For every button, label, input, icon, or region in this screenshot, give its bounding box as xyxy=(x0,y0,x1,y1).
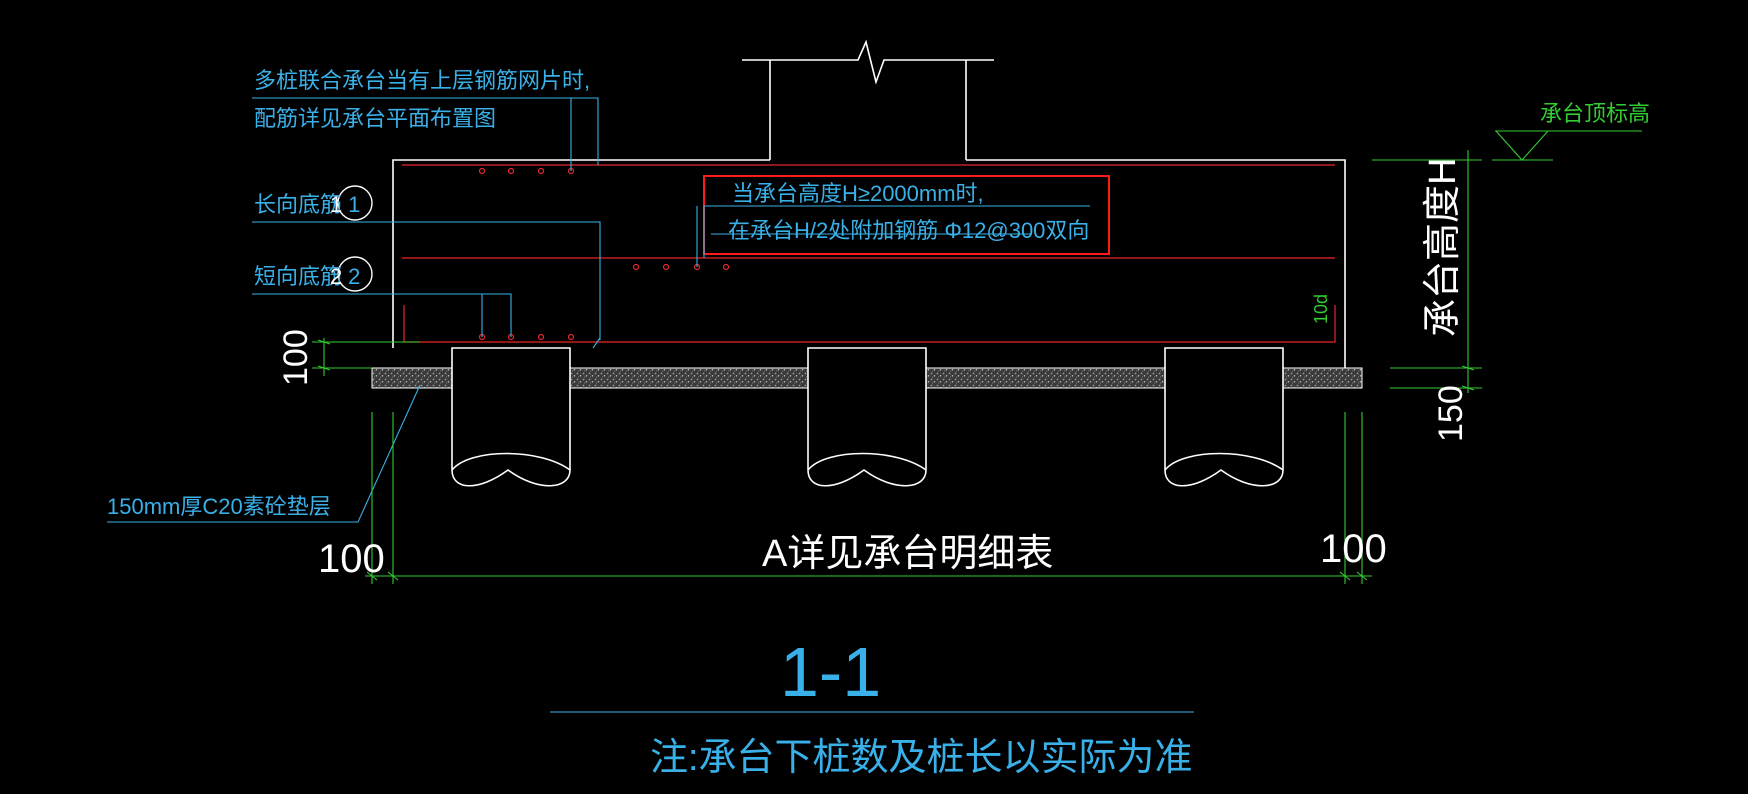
short-bottom-bar-label: 短向底筋 2 xyxy=(254,264,360,289)
cap-height-label: 承台高度H xyxy=(1422,158,1464,337)
pile-cap-body xyxy=(392,159,770,348)
long-bottom-bar-label: 长向底筋 1 xyxy=(254,192,360,217)
extra-rebar-note-line1: 当承台高度H≥2000mm时, xyxy=(732,181,984,206)
piles xyxy=(451,347,1284,487)
rebars xyxy=(402,164,1336,343)
short-bottom-bar-leader xyxy=(252,293,512,337)
long-bottom-bar-leader xyxy=(252,221,601,340)
bar-mark-circle-1 xyxy=(337,185,373,221)
top-elevation-label: 承台顶标高 xyxy=(1540,101,1650,126)
column-break-line xyxy=(742,39,994,85)
pile-middle xyxy=(807,347,927,487)
bottom-rebar-line xyxy=(403,305,1336,343)
pile-cap-body-right xyxy=(966,159,1346,368)
top-mesh-note-line2: 配筋详见承台平面布置图 xyxy=(254,106,496,131)
cushion-label: 150mm厚C20素砼垫层 xyxy=(107,494,331,519)
extra-rebar-note-line2: 在承台H/2处附加钢筋 Φ12@300双向 xyxy=(728,218,1089,243)
footnote: 注:承台下桩数及桩长以实际为准 xyxy=(650,737,1193,779)
section-title: 1-1 xyxy=(780,633,881,711)
dim-100-right-bottom-label: 100 xyxy=(1320,527,1387,571)
dim-100-left-vertical-label: 100 xyxy=(277,329,315,386)
cushion-leader xyxy=(107,384,421,523)
bar-number-2: 2 xyxy=(330,264,342,289)
pile-right xyxy=(1164,347,1284,487)
bar-mark-circle-2 xyxy=(337,256,373,292)
hook-length-label: 10d xyxy=(1311,294,1331,324)
dimensions xyxy=(312,130,1642,584)
cap-outline xyxy=(392,39,1346,368)
pile-left xyxy=(451,347,571,487)
top-mesh-note-line1: 多桩联合承台当有上层钢筋网片时, xyxy=(254,68,590,93)
width-note: A详见承台明细表 xyxy=(762,533,1053,575)
leader-lines xyxy=(107,97,1194,713)
top-mesh-leader xyxy=(252,97,599,165)
extra-rebar-leader xyxy=(703,205,1090,258)
bar-number-1: 1 xyxy=(330,192,342,217)
dim-150-label: 150 xyxy=(1432,385,1470,442)
dim-100-left-bottom-label: 100 xyxy=(318,537,385,581)
